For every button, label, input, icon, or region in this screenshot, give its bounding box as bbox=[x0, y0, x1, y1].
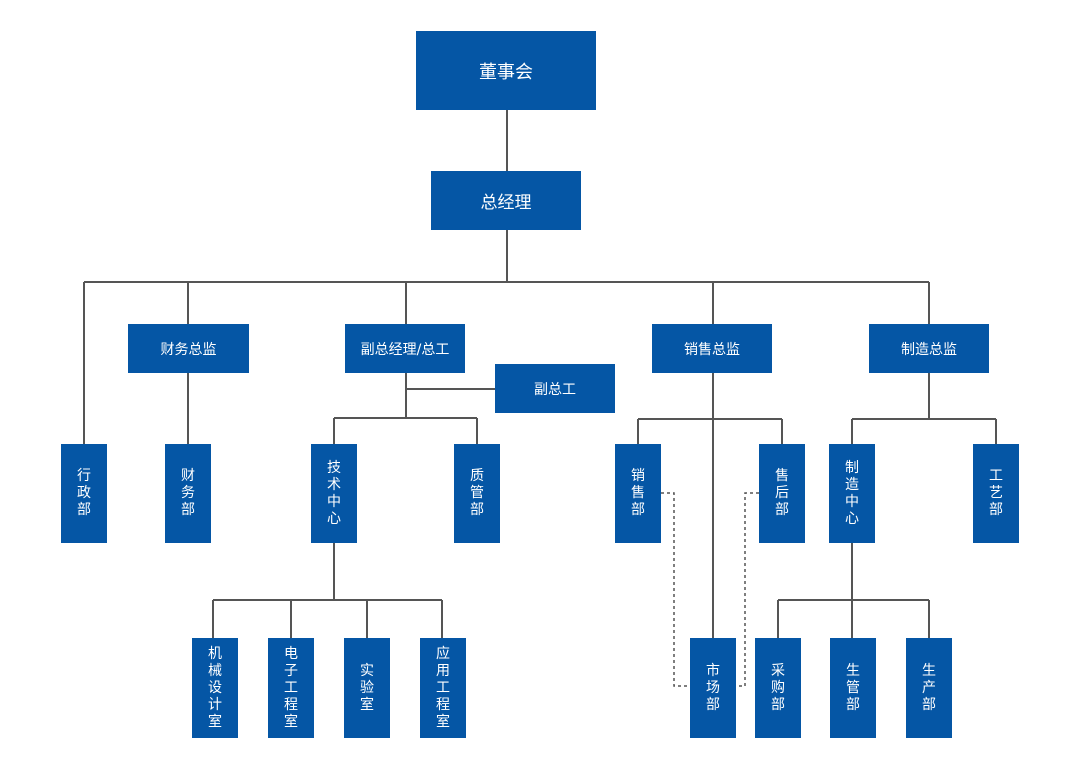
finance-dept-box: 财务部 bbox=[165, 444, 211, 543]
lab-label: 实验室 bbox=[360, 662, 374, 713]
finance-director-label: 财务总监 bbox=[160, 341, 217, 358]
production-mgmt-label: 生管部 bbox=[846, 662, 860, 713]
purchase-dept-box: 采购部 bbox=[755, 638, 801, 738]
production-mgmt-box: 生管部 bbox=[830, 638, 876, 738]
manufacturing-center-box: 制造中心 bbox=[829, 444, 875, 543]
process-dept-box: 工艺部 bbox=[973, 444, 1019, 543]
tech-center-box: 技术中心 bbox=[311, 444, 357, 543]
electronic-eng-label: 电子工程室 bbox=[284, 645, 298, 730]
sales-dept-box: 销售部 bbox=[615, 444, 661, 543]
production-dept-box: 生产部 bbox=[906, 638, 952, 738]
admin-dept-box: 行政部 bbox=[61, 444, 107, 543]
manufacturing-center-label: 制造中心 bbox=[845, 459, 859, 527]
lab-box: 实验室 bbox=[344, 638, 390, 738]
general-manager-label: 总经理 bbox=[480, 193, 532, 213]
process-dept-label: 工艺部 bbox=[989, 468, 1003, 518]
finance-dept-label: 财务部 bbox=[181, 468, 195, 518]
after-sales-dept-label: 售后部 bbox=[775, 468, 789, 518]
tech-center-label: 技术中心 bbox=[327, 459, 341, 527]
manufacturing-director-label: 制造总监 bbox=[901, 341, 957, 358]
deputy-gm-box: 副总经理/总工 bbox=[345, 324, 465, 373]
after-sales-dept-box: 售后部 bbox=[759, 444, 805, 543]
deputy-chief-engineer-label: 副总工 bbox=[534, 381, 576, 398]
mech-design-label: 机械设计室 bbox=[208, 645, 222, 730]
general-manager-box: 总经理 bbox=[431, 171, 581, 230]
production-dept-label: 生产部 bbox=[922, 662, 936, 713]
board-box: 董事会 bbox=[416, 31, 596, 110]
quality-dept-box: 质管部 bbox=[454, 444, 500, 543]
app-eng-box: 应用工程室 bbox=[420, 638, 466, 738]
purchase-dept-label: 采购部 bbox=[771, 662, 785, 713]
sales-dept-label: 销售部 bbox=[631, 468, 645, 518]
manufacturing-director-box: 制造总监 bbox=[869, 324, 989, 373]
quality-dept-label: 质管部 bbox=[470, 468, 484, 518]
market-dept-label: 市场部 bbox=[706, 662, 720, 713]
admin-dept-label: 行政部 bbox=[77, 468, 91, 518]
deputy-gm-label: 副总经理/总工 bbox=[360, 341, 450, 358]
deputy-chief-engineer-box: 副总工 bbox=[495, 364, 615, 413]
sales-director-label: 销售总监 bbox=[684, 341, 740, 358]
mech-design-box: 机械设计室 bbox=[192, 638, 238, 738]
market-dept-box: 市场部 bbox=[690, 638, 736, 738]
electronic-eng-box: 电子工程室 bbox=[268, 638, 314, 738]
finance-director-box: 财务总监 bbox=[128, 324, 249, 373]
sales-director-box: 销售总监 bbox=[652, 324, 772, 373]
app-eng-label: 应用工程室 bbox=[436, 645, 450, 730]
board-label: 董事会 bbox=[479, 61, 533, 83]
